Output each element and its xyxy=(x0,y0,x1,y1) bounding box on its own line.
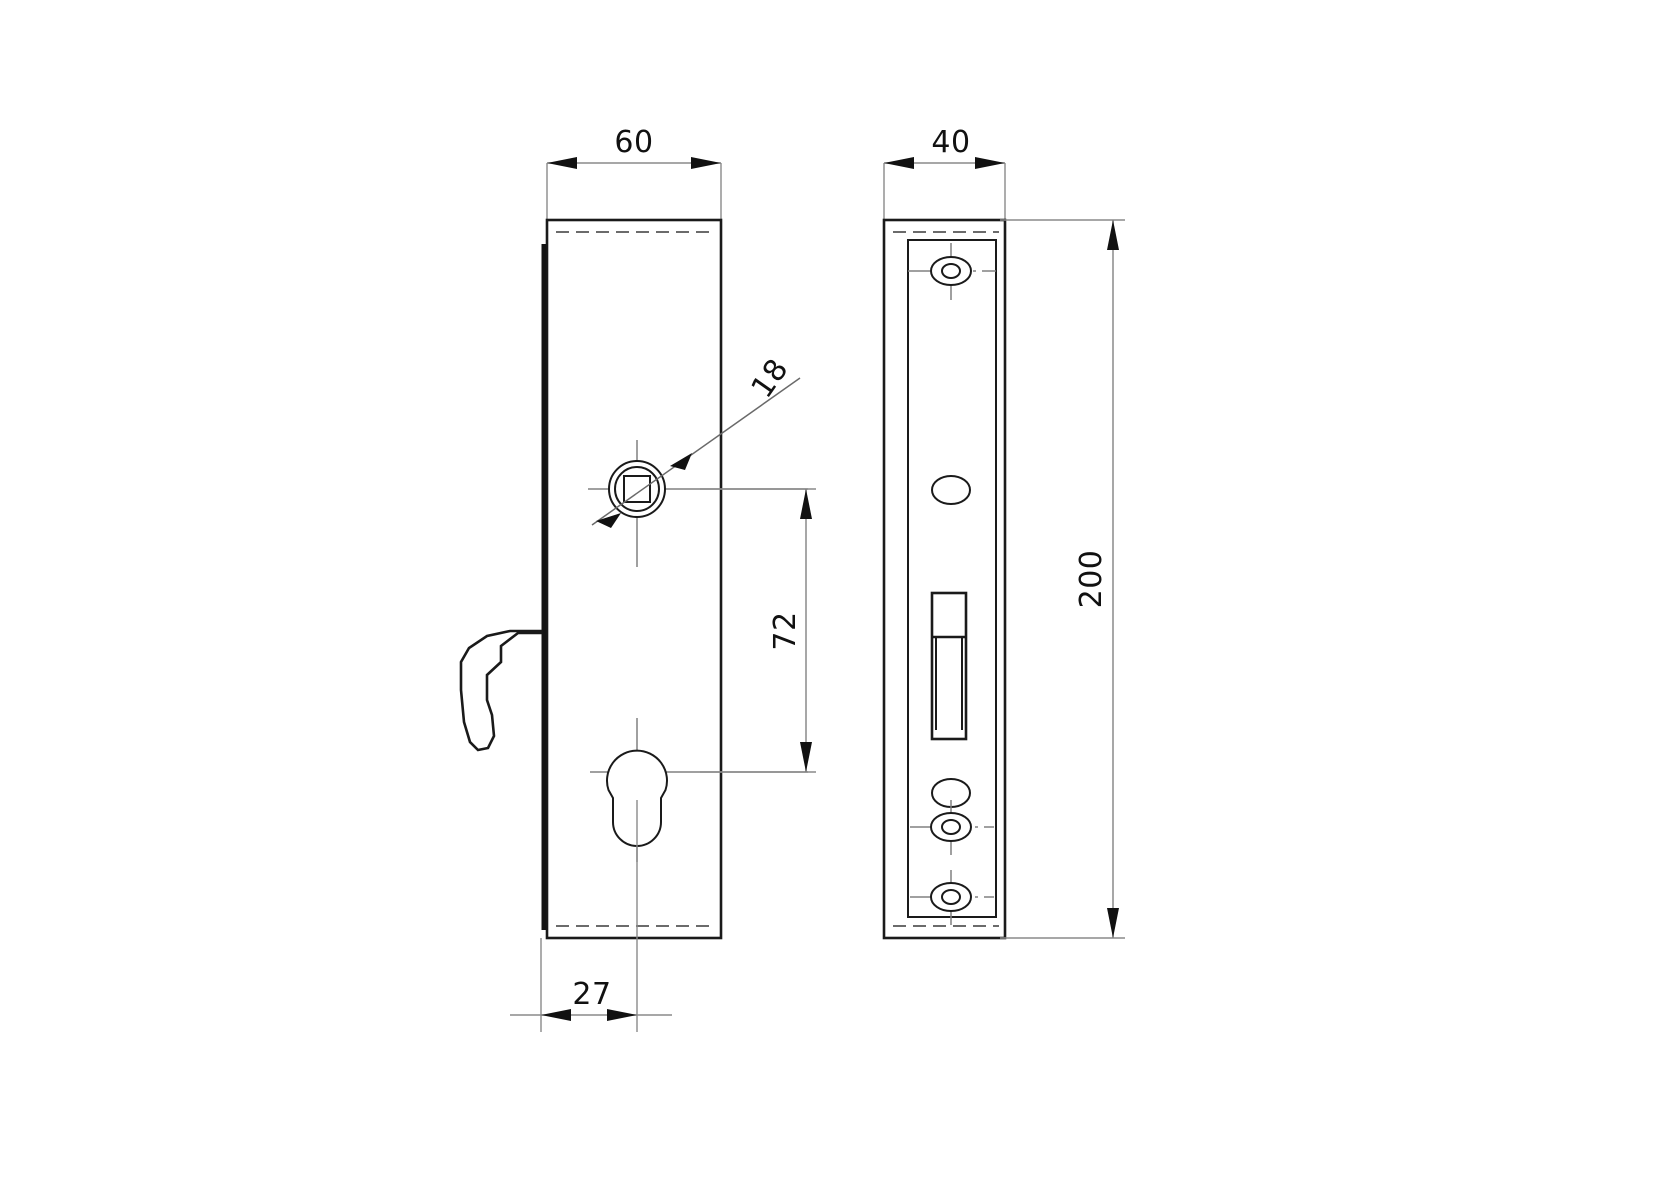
screw-bottom-outer-circle xyxy=(930,882,972,912)
leader-line-18 xyxy=(591,377,801,526)
latch-bolt-body xyxy=(930,591,968,741)
hook-bolt xyxy=(459,629,543,752)
arrow-72-bottom xyxy=(800,742,812,772)
arrow-200-top xyxy=(1107,220,1119,250)
dim-200: 200 xyxy=(1000,219,1125,939)
through-hole-upper xyxy=(931,475,971,505)
front-body-outline xyxy=(545,218,723,940)
dim-label-18: 18 xyxy=(745,352,796,404)
side-view: 40 xyxy=(882,125,1125,940)
latch-bolt xyxy=(930,591,968,741)
arrow-72-top xyxy=(800,489,812,519)
arrow-200-bottom xyxy=(1107,908,1119,938)
screw-hole-top xyxy=(908,243,996,300)
arrow-60-right xyxy=(691,157,721,169)
arrow-18-upper xyxy=(670,453,692,470)
arrow-40-right xyxy=(975,157,1005,169)
arrow-60-left xyxy=(547,157,577,169)
arrow-18-lower xyxy=(596,513,621,528)
side-faceplate-outline xyxy=(907,239,997,918)
screw-hole-bottom xyxy=(910,870,994,925)
side-forend-outline xyxy=(882,218,1007,940)
dim-label-40: 40 xyxy=(931,125,970,160)
dim-label-27: 27 xyxy=(572,977,611,1012)
hook-bolt-profile xyxy=(459,629,543,752)
spindle-outer-circle xyxy=(608,460,666,518)
dim-label-72: 72 xyxy=(768,611,803,650)
screw-bottom-socket xyxy=(941,889,961,905)
spindle-hole xyxy=(588,440,808,567)
screw-top-outer-circle xyxy=(930,256,972,286)
arrow-40-left xyxy=(884,157,914,169)
dim-72: 72 xyxy=(700,488,816,773)
spindle-inner-circle xyxy=(614,466,660,512)
screw-top-socket xyxy=(941,263,961,279)
screw-mid-outer-circle xyxy=(930,812,972,842)
arrow-27-right xyxy=(607,1009,637,1021)
euro-keyhole xyxy=(590,718,808,862)
dim-27: 27 xyxy=(510,800,672,1032)
dim-label-200: 200 xyxy=(1074,550,1109,609)
spindle-square xyxy=(623,475,651,503)
arrow-27-left xyxy=(541,1009,571,1021)
dim-label-60: 60 xyxy=(614,125,653,160)
keyhole-profile xyxy=(606,749,668,847)
front-view: 60 1 xyxy=(459,125,816,1032)
screw-mid-socket xyxy=(941,819,961,835)
screw-hole-middle xyxy=(910,800,994,855)
